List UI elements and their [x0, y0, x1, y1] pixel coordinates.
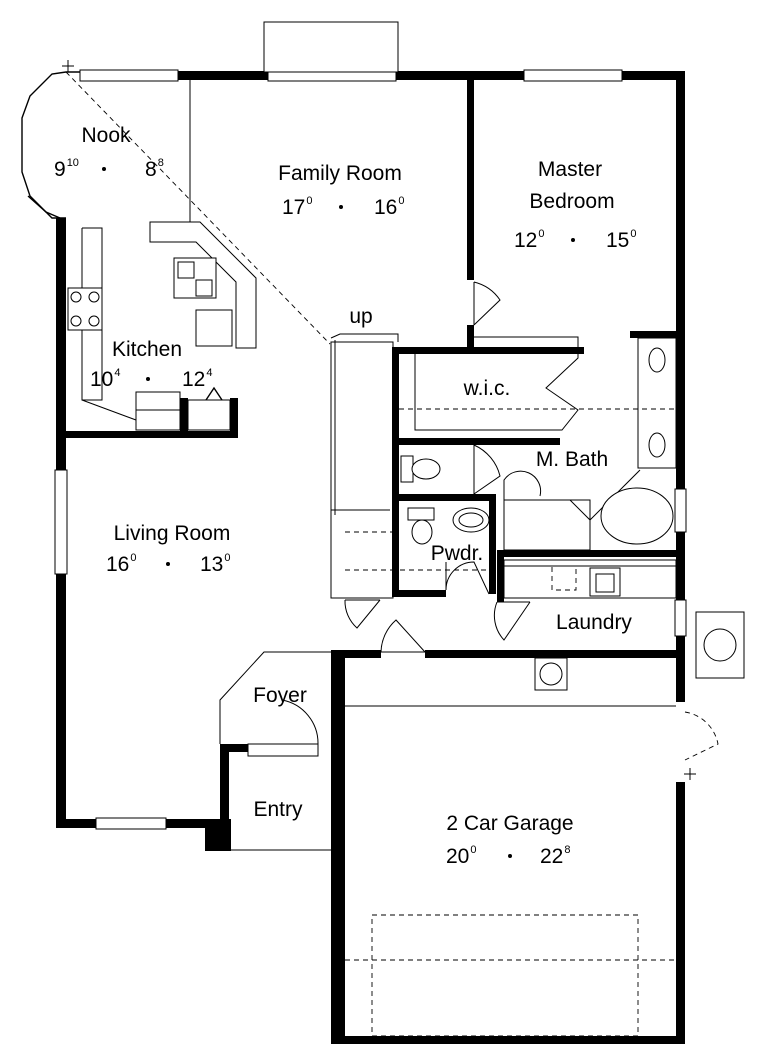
room-labels: Nook Family Room Master Bedroom Kitchen …: [81, 124, 632, 835]
kitchen-depth-feet: 12: [182, 368, 205, 391]
master-depth-inches: 0: [630, 228, 636, 240]
garage-width-feet: 20: [446, 845, 469, 868]
entry-label: Entry: [253, 798, 303, 821]
kitchen-label: Kitchen: [112, 338, 182, 361]
family-width-inches: 0: [306, 195, 312, 207]
master-label-line2: Bedroom: [529, 190, 614, 213]
kitchen-dimension-separator: [146, 377, 150, 381]
master-width-inches: 0: [538, 228, 544, 240]
master-dimension-separator: [571, 238, 575, 242]
interior-lines: [21, 71, 677, 1037]
wic-label: w.i.c.: [463, 377, 511, 400]
stair-treads: [330, 333, 399, 342]
nook-dimension-separator: [102, 167, 106, 171]
windows: [54, 21, 687, 830]
powder-label: Pwdr.: [431, 542, 484, 565]
living-depth-feet: 13: [200, 553, 223, 576]
garage-width-inches: 0: [470, 844, 476, 856]
nook-depth-feet: 8: [145, 158, 157, 181]
family-dimension-separator: [339, 205, 343, 209]
family-depth-feet: 16: [374, 196, 397, 219]
master-depth-feet: 15: [606, 229, 629, 252]
living-width-inches: 0: [130, 552, 136, 564]
garage-dimension-separator: [508, 854, 512, 858]
family-room-label: Family Room: [278, 162, 402, 185]
master-width-feet: 12: [514, 229, 537, 252]
exterior-walls: [56, 71, 685, 1044]
doors: [247, 281, 719, 761]
garage-depth-feet: 22: [540, 845, 563, 868]
living-width-feet: 16: [106, 553, 129, 576]
kitchen-width-inches: 4: [114, 367, 120, 379]
nook-width-feet: 9: [54, 158, 66, 181]
foyer-label: Foyer: [253, 684, 307, 707]
family-depth-inches: 0: [398, 195, 404, 207]
nook-depth-inches: 8: [158, 157, 164, 169]
family-width-feet: 17: [282, 196, 305, 219]
fixtures: [62, 60, 745, 780]
kitchen-width-feet: 10: [90, 368, 113, 391]
master-bath-label: M. Bath: [536, 448, 608, 471]
living-dimension-separator: [166, 562, 170, 566]
garage-label: 2 Car Garage: [446, 812, 573, 835]
kitchen-depth-inches: 4: [206, 367, 212, 379]
garage-depth-inches: 8: [564, 844, 570, 856]
stairs-up-label: up: [349, 305, 372, 328]
nook-width-inches: 10: [67, 157, 79, 169]
living-room-label: Living Room: [114, 522, 231, 545]
laundry-label: Laundry: [556, 611, 632, 634]
living-depth-inches: 0: [224, 552, 230, 564]
nook-label: Nook: [81, 124, 131, 147]
master-label-line1: Master: [538, 158, 602, 181]
